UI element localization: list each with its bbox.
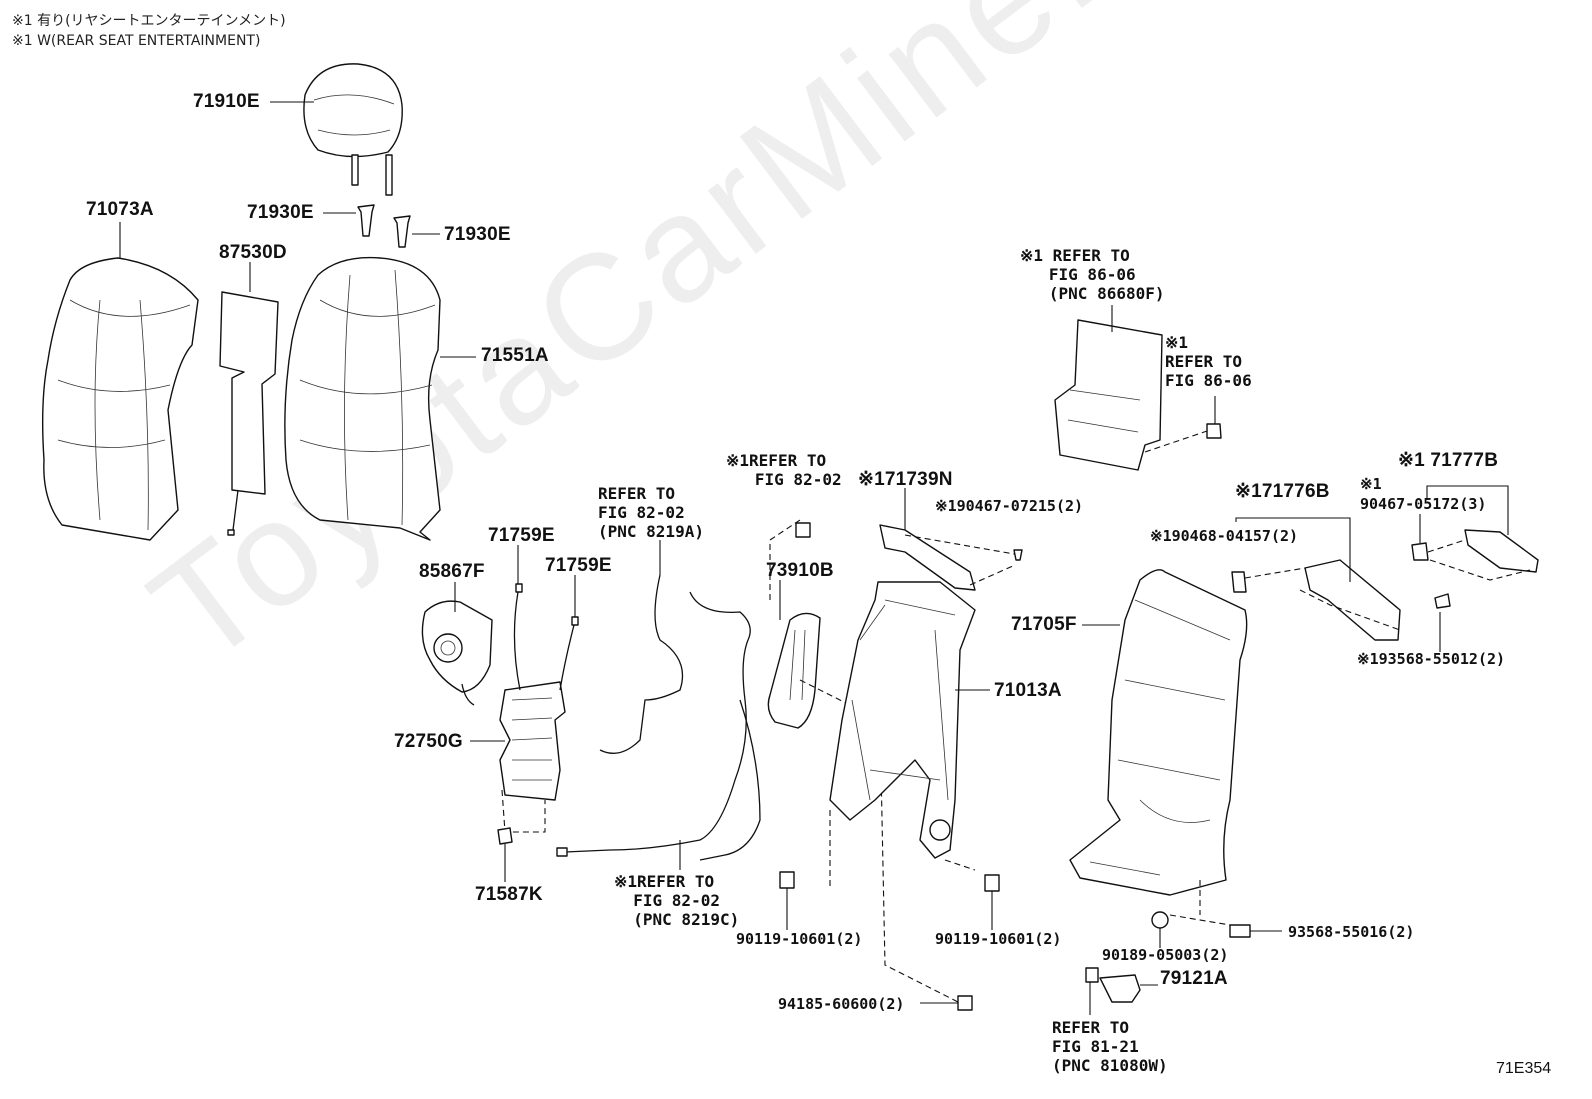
label-71587K[interactable]: 71587K (475, 884, 543, 905)
label-90467-07215[interactable]: ※190467-07215(2) (935, 497, 1084, 515)
label-79121A[interactable]: 79121A (1160, 968, 1228, 989)
ref-fig-82-02-8219C[interactable]: ※1REFER TO FIG 82-02 (PNC 8219C) (614, 872, 740, 929)
bolt-90119-a[interactable] (779, 871, 795, 930)
ref-fig-86-06-pnc[interactable]: ※1 REFER TO FIG 86-06 (PNC 86680F) (1020, 246, 1165, 303)
ref-fig-82-02-8219A[interactable]: REFER TO FIG 82-02 (PNC 8219A) (598, 484, 704, 541)
label-71551A[interactable]: 71551A (481, 345, 549, 366)
label-71776B[interactable]: ※171776B (1235, 481, 1330, 502)
leader-lines (119, 101, 1509, 870)
label-73910B[interactable]: 73910B (766, 560, 834, 581)
lumbar-adjuster-85867F[interactable] (421, 600, 493, 706)
headrest-support-left[interactable] (357, 204, 375, 237)
label-71073A[interactable]: 71073A (86, 199, 154, 220)
label-71705F[interactable]: 71705F (1011, 614, 1077, 635)
note-en: ※1 W(REAR SEAT ENTERTAINMENT) (12, 33, 261, 49)
label-71759E-a[interactable]: 71759E (488, 525, 555, 546)
side-airbag-73910B[interactable] (767, 519, 961, 1004)
label-71930E-a[interactable]: 71930E (247, 202, 314, 223)
label-90119-b[interactable]: 90119-10601(2) (935, 930, 1062, 948)
bolt-90119-b[interactable] (984, 874, 1000, 930)
screw-93568-55016[interactable] (1169, 880, 1282, 938)
label-85867F[interactable]: 85867F (419, 561, 485, 582)
heater-pad-87530D[interactable] (219, 291, 279, 536)
sensor-79121A[interactable] (1085, 967, 1158, 1015)
label-90119-a[interactable]: 90119-10601(2) (736, 930, 863, 948)
label-94185[interactable]: 94185-60600(2) (778, 995, 905, 1013)
ref-fig-81-21[interactable]: REFER TO FIG 81-21 (PNC 81080W) (1052, 1018, 1168, 1075)
seatback-board-71705F[interactable] (1069, 569, 1248, 896)
seatback-frame-71013A[interactable] (829, 581, 976, 890)
headrest-support-right[interactable] (393, 215, 411, 248)
label-71739N[interactable]: ※171739N (858, 469, 953, 490)
seatback-pad-71551A[interactable] (284, 256, 441, 541)
label-93568-55016[interactable]: 93568-55016(2) (1288, 923, 1415, 941)
nut-94185[interactable] (920, 995, 973, 1011)
nut-90189[interactable] (1151, 911, 1169, 948)
clip-71587K[interactable] (497, 827, 513, 882)
ref-fig-86-06[interactable]: ※1 REFER TO FIG 86-06 (1165, 333, 1252, 390)
label-71759E-b[interactable]: 71759E (545, 555, 612, 576)
label-71777B[interactable]: ※1 71777B (1398, 450, 1499, 471)
label-71013A[interactable]: 71013A (994, 680, 1062, 701)
label-90189[interactable]: 90189-05003(2) (1102, 946, 1229, 964)
rse-module-86680F[interactable] (1054, 305, 1222, 471)
bracket-71739N[interactable] (879, 524, 1023, 591)
note-jp: ※1 有り(リヤシートエンターテインメント) (12, 13, 286, 29)
seatback-cover-71073A[interactable] (41, 257, 199, 541)
bracket-71777B[interactable] (1411, 529, 1539, 581)
label-87530D[interactable]: 87530D (219, 242, 287, 263)
wire-harness-8219A[interactable] (556, 574, 761, 861)
label-90467-05172[interactable]: 90467-05172(3) (1360, 495, 1487, 513)
label-90468-04157[interactable]: ※190468-04157(2) (1150, 527, 1299, 545)
label-71910E[interactable]: 71910E (193, 91, 260, 112)
label-71930E-b[interactable]: 71930E (444, 224, 511, 245)
lumbar-plate-72750G[interactable] (499, 583, 579, 833)
clip-8202[interactable] (795, 522, 811, 538)
ref-fig-82-02[interactable]: ※1REFER TO FIG 82-02 (726, 451, 842, 489)
label-93568-55012[interactable]: ※193568-55012(2) (1357, 650, 1506, 668)
headrest-71910E[interactable] (303, 63, 403, 196)
label-72750G[interactable]: 72750G (394, 731, 463, 752)
label-90467-05172-mark: ※1 (1360, 475, 1382, 493)
diagram-id: 71E354 (1496, 1060, 1552, 1077)
bracket-71776B[interactable] (1231, 559, 1451, 641)
